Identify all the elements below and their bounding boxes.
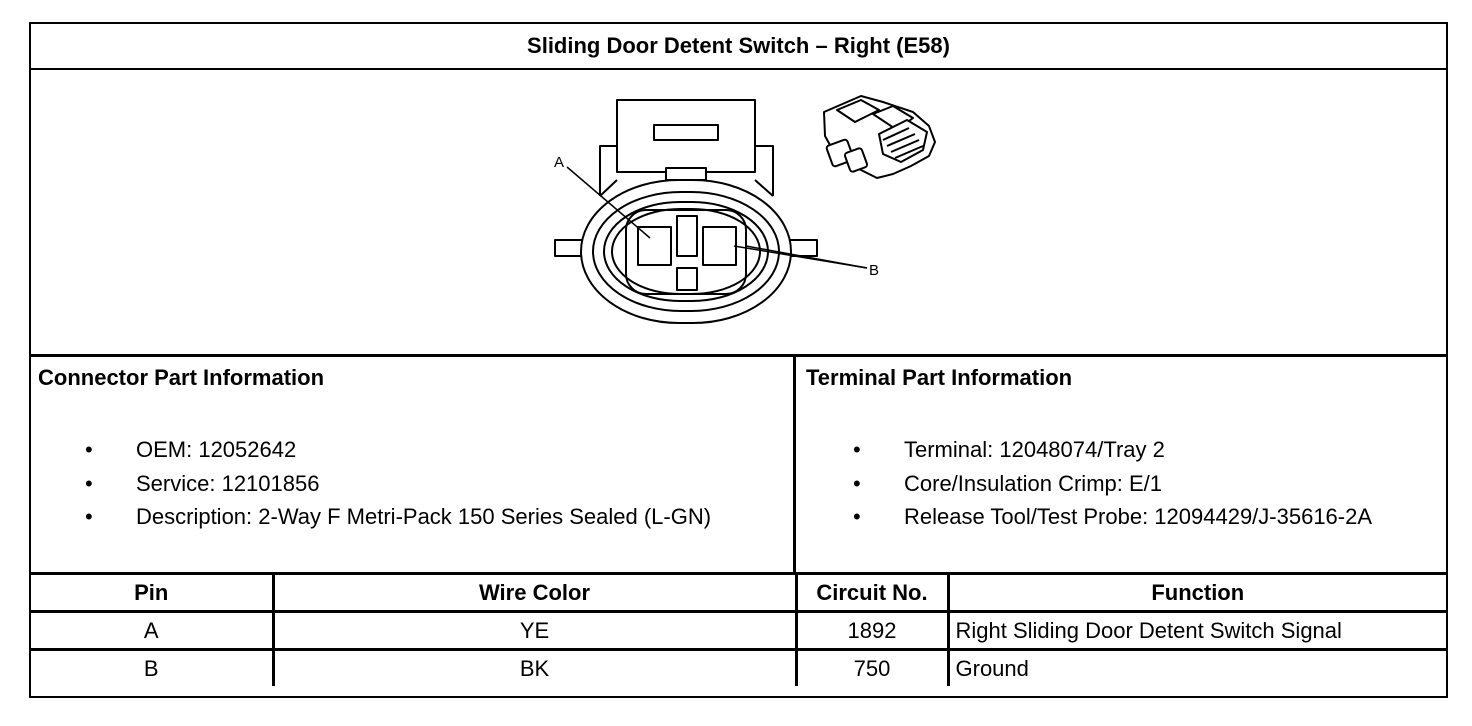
table-row: A YE 1892 Right Sliding Door Detent Swit…: [31, 610, 1446, 651]
connector-face-diagram: A B: [554, 95, 936, 324]
callout-b-label: B: [869, 262, 879, 279]
part-info-section: Connector Part Information •OEM: 1205264…: [31, 357, 1446, 575]
wire-color-cell: YE: [271, 610, 798, 651]
bullet-icon: •: [853, 504, 861, 529]
table-header-row: Pin Wire Color Circuit No. Function: [31, 575, 1446, 613]
function-cell: Right Sliding Door Detent Switch Signal: [946, 610, 1446, 651]
terminal-part-info: Terminal Part Information •Terminal: 120…: [799, 357, 1446, 572]
bullet-icon: •: [853, 470, 861, 496]
function-cell: Ground: [946, 648, 1446, 686]
pin-table: Pin Wire Color Circuit No. Function A YE…: [31, 575, 1446, 686]
bullet-icon: •: [853, 437, 861, 462]
column-header-circuit: Circuit No.: [794, 575, 950, 613]
connector-info-heading: Connector Part Information: [38, 365, 325, 390]
connector-part-info: Connector Part Information •OEM: 1205264…: [31, 357, 796, 572]
page-title: Sliding Door Detent Switch – Right (E58): [31, 24, 1446, 70]
connector-sheet: Sliding Door Detent Switch – Right (E58): [29, 22, 1448, 698]
table-row: B BK 750 Ground: [31, 648, 1446, 686]
column-header-wire-color: Wire Color: [271, 575, 798, 613]
connector-diagram-panel: A B: [31, 70, 1446, 357]
terminal-info-heading: Terminal Part Information: [806, 365, 1073, 390]
circuit-cell: 750: [794, 648, 950, 686]
circuit-cell: 1892: [794, 610, 950, 651]
wire-color-cell: BK: [271, 648, 798, 686]
pin-cell: A: [31, 610, 275, 651]
column-header-pin: Pin: [31, 575, 275, 613]
pin-cell: B: [31, 648, 275, 686]
column-header-function: Function: [946, 575, 1446, 613]
bullet-icon: •: [85, 504, 93, 529]
callout-a-label: A: [554, 154, 564, 171]
connector-perspective-icon: [823, 95, 936, 179]
bullet-icon: •: [85, 437, 93, 462]
bullet-icon: •: [85, 470, 93, 496]
